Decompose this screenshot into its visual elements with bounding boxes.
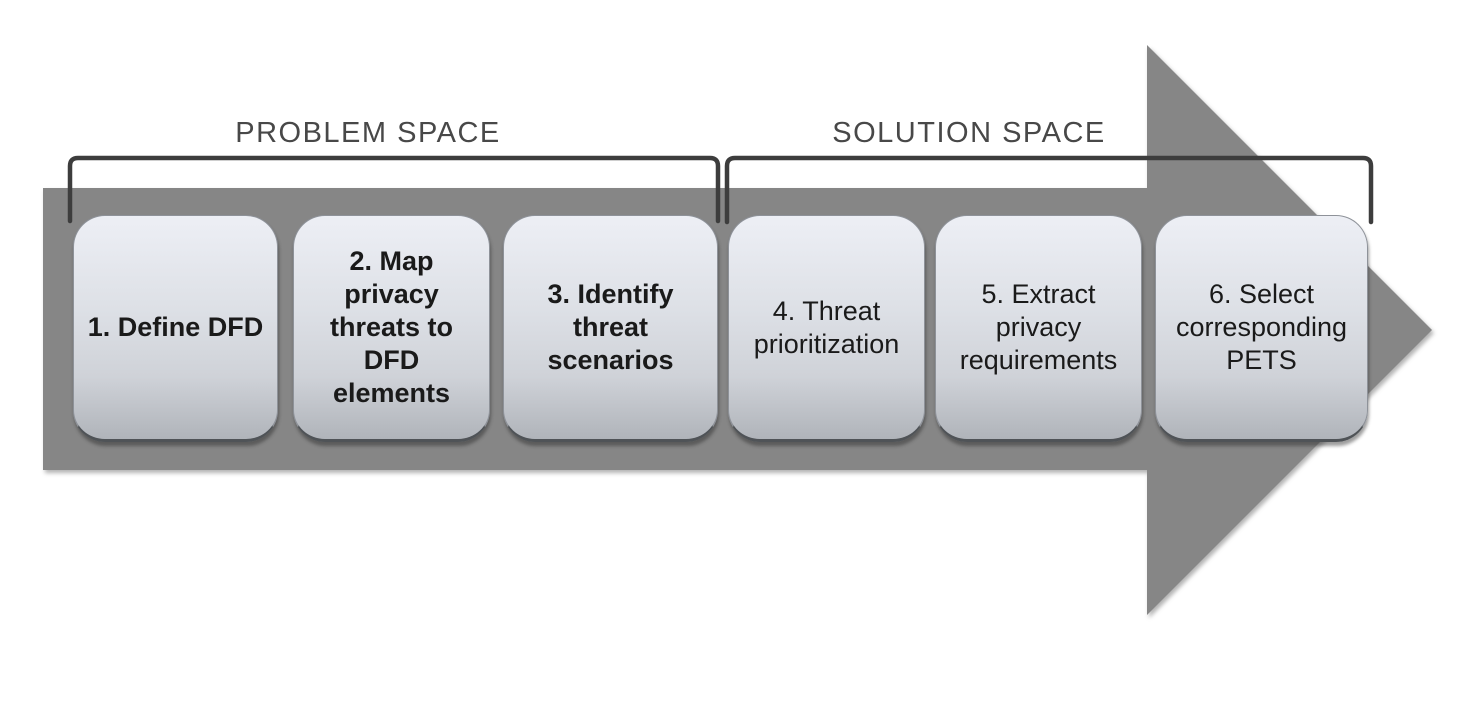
- step-box-2: 2. Map privacy threats to DFD elements: [293, 215, 490, 442]
- step-label-5: 5. Extract privacy requirements: [959, 279, 1118, 375]
- step-box-3: 3. Identify threat scenarios: [503, 215, 718, 442]
- step-label-4: 4. Threat prioritization: [753, 295, 900, 359]
- step-box-4: 4. Threat prioritization: [728, 215, 925, 442]
- step-box-1: 1. Define DFD: [73, 215, 278, 442]
- step-label-3: 3. Identify threat scenarios: [547, 279, 674, 375]
- step-box-5: 5. Extract privacy requirements: [935, 215, 1142, 442]
- solution-space-bracket: [724, 155, 1374, 225]
- step-label-6: 6. Select corresponding PETS: [1175, 279, 1348, 375]
- solution-space-label: SOLUTION SPACE: [832, 117, 1106, 149]
- step-box-6: 6. Select corresponding PETS: [1155, 215, 1368, 442]
- problem-space-bracket: [67, 155, 721, 224]
- step-label-2: 2. Map privacy threats to DFD elements: [329, 246, 454, 408]
- step-label-1: 1. Define DFD: [87, 312, 264, 342]
- problem-space-label: PROBLEM SPACE: [235, 117, 501, 149]
